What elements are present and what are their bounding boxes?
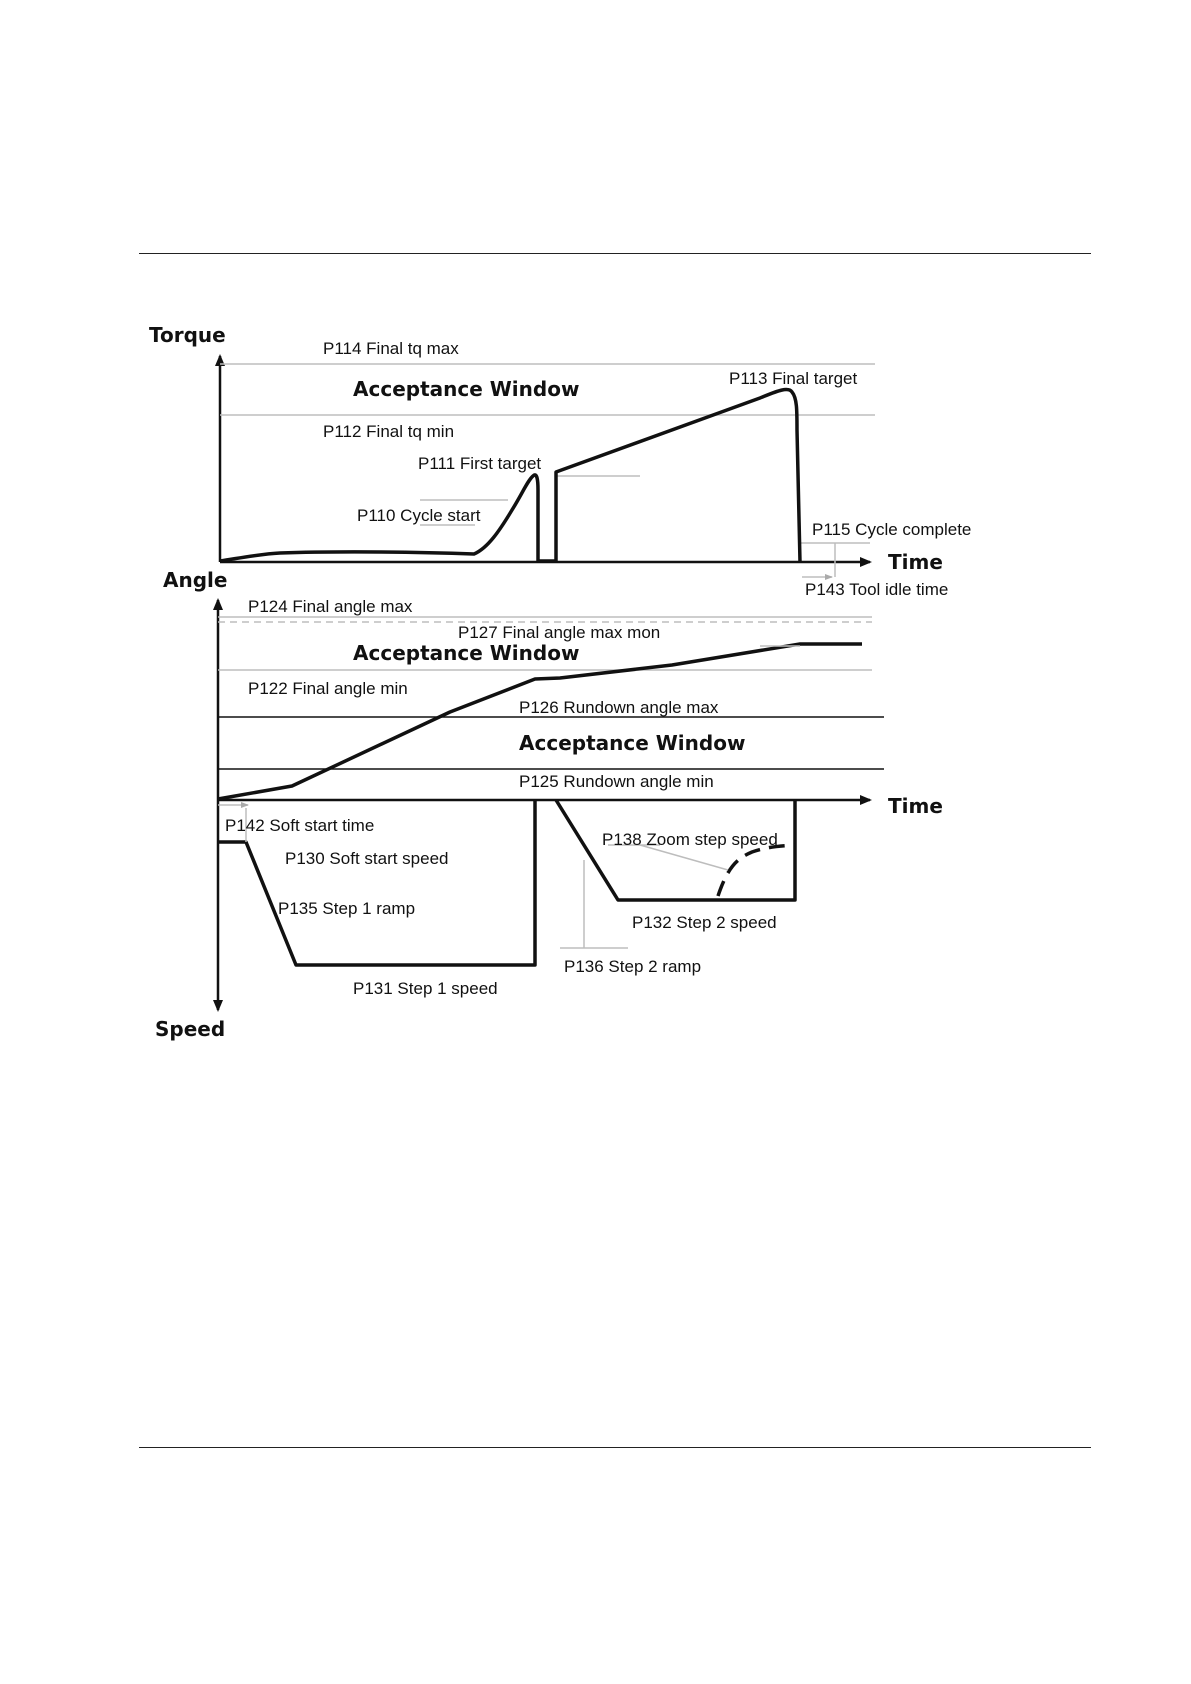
rundown-acceptance-window-title: Acceptance Window [519, 731, 745, 755]
zoom-step-speed-curve [716, 843, 796, 897]
label-p136: P136 Step 2 ramp [564, 957, 701, 976]
label-p125: P125 Rundown angle min [519, 772, 714, 791]
label-p143: P143 Tool idle time [805, 580, 948, 599]
label-p126: P126 Rundown angle max [519, 698, 719, 717]
speed-axis-title: Speed [155, 1017, 225, 1041]
label-p132: P132 Step 2 speed [632, 913, 777, 932]
torque-acceptance-window-title: Acceptance Window [353, 377, 579, 401]
speed-step2-profile [554, 799, 797, 902]
final-angle-acceptance-window-title: Acceptance Window [353, 641, 579, 665]
label-p138: P138 Zoom step speed [602, 830, 778, 849]
label-p113: P113 Final target [729, 369, 857, 388]
label-p112: P112 Final tq min [323, 422, 454, 441]
label-p110: P110 Cycle start [357, 506, 481, 525]
label-p115: P115 Cycle complete [812, 520, 971, 539]
torque-time-axis-title: Time [888, 550, 943, 574]
angle-time-axis-title: Time [888, 794, 943, 818]
label-p142: P142 Soft start time [225, 816, 374, 835]
label-p130: P130 Soft start speed [285, 849, 449, 868]
footer-rule [139, 1447, 1091, 1448]
label-p131: P131 Step 1 speed [353, 979, 498, 998]
label-p127: P127 Final angle max mon [458, 623, 660, 642]
label-p135: P135 Step 1 ramp [278, 899, 415, 918]
label-p114: P114 Final tq max [323, 339, 459, 358]
zoom-step-leader [639, 844, 729, 871]
torque-axis-title: Torque [149, 323, 226, 347]
speed-step1-profile [218, 800, 537, 967]
label-p111: P111 First target [418, 454, 541, 473]
angle-curve [217, 642, 862, 801]
label-p122: P122 Final angle min [248, 679, 408, 698]
torque-curve [219, 387, 802, 563]
angle-axis-title: Angle [163, 568, 227, 592]
header-rule [139, 253, 1091, 254]
label-p124: P124 Final angle max [248, 597, 413, 616]
